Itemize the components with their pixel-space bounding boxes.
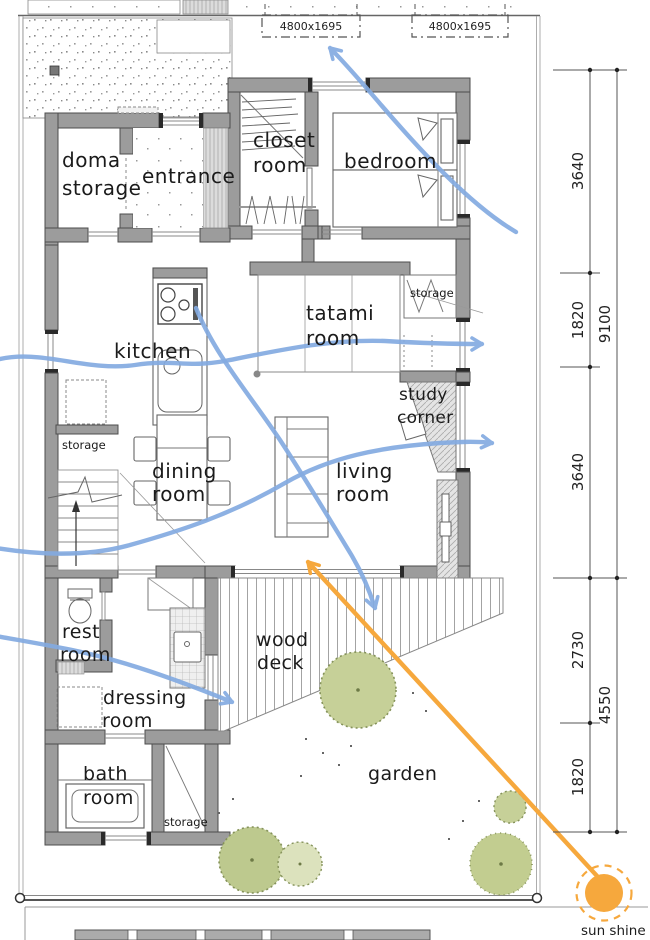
room-label-study-corner: study: [399, 385, 448, 405]
room-label-doma-storage: storage: [62, 176, 141, 200]
dimension-label: 1820: [569, 758, 587, 796]
room-label-dressing-room: dressing: [103, 687, 187, 709]
room-label-storage-stair: storage: [62, 438, 106, 452]
sun-icon: [575, 864, 633, 922]
dining-table-icon: [133, 414, 231, 521]
tree: [218, 826, 286, 894]
tree: [319, 651, 397, 729]
sunshine: sun shine: [305, 559, 646, 939]
site-boundary: [14, 0, 648, 940]
toilet-icon: [67, 588, 93, 624]
flow-arrow-kitchen-tatami: [0, 336, 485, 369]
walls: [44, 77, 471, 846]
tatami-mats: [253, 274, 401, 378]
room-label-kitchen: kitchen: [114, 339, 191, 363]
sunshine-arrow: [305, 559, 600, 879]
roof-panels: 4800x1695 4800x1695: [261, 4, 509, 38]
tree: [469, 832, 533, 896]
room-label-dining-room: room: [152, 482, 206, 506]
room-label-rest-room: room: [60, 644, 111, 666]
room-label-dining-room: dining: [152, 459, 217, 483]
dimension-label: 3640: [569, 453, 587, 491]
room-label-tatami-room: tatami: [306, 301, 374, 325]
room-label-closet-room: closet: [253, 128, 315, 152]
dimension-label-total: 9100: [596, 305, 614, 343]
neighbor-building-wall: [74, 929, 431, 940]
room-label-entrance: entrance: [142, 164, 235, 188]
sun-label: sun shine: [581, 923, 646, 939]
study-desk-icon: [399, 381, 457, 473]
room-label-study-corner: corner: [397, 408, 453, 428]
chair-icon: [399, 413, 427, 441]
dimension-label: 3640: [569, 152, 587, 190]
washbasin-icon: [56, 577, 206, 728]
flow-arrow-dining-living: [0, 434, 495, 556]
room-label-living-room: living: [336, 459, 393, 483]
approach-area: [22, 17, 233, 119]
closet-fittings: [238, 94, 316, 225]
air-flow-arrows: [0, 45, 519, 706]
room-label-tatami-room: room: [306, 326, 360, 350]
dimension-label-total: 4550: [596, 686, 614, 724]
room-label-storage-bath: storage: [164, 815, 208, 829]
garden-trees: [218, 651, 533, 896]
room-label-wood-deck: deck: [257, 652, 304, 674]
room-label-rest-room: rest: [62, 621, 100, 643]
stove-icon: [157, 283, 203, 325]
tree: [493, 790, 527, 824]
dimension-label: 1820: [569, 301, 587, 339]
tree: [277, 841, 323, 887]
panel-label-2: 4800x1695: [429, 20, 492, 33]
room-label-dressing-room: room: [102, 710, 153, 732]
dimension-chain: 3640 1820 3640 2730 1820 9100 4550: [553, 67, 627, 835]
room-label-storage-tatami: storage: [410, 286, 454, 300]
stairs-icon: [47, 379, 206, 571]
room-label-bath-room: room: [83, 787, 134, 809]
room-label-living-room: room: [336, 482, 390, 506]
room-label-bedroom: bedroom: [344, 149, 437, 173]
bed-icon: [332, 112, 458, 228]
flow-arrow-dressing: [0, 634, 235, 706]
room-label-wood-deck: wood: [256, 629, 308, 651]
bathtub-icon: [58, 779, 152, 829]
flow-arrow-bedroom-roof: [327, 45, 519, 235]
panel-label-1: 4800x1695: [280, 20, 343, 33]
room-label-bath-room: bath: [83, 763, 128, 785]
storage-closet-tatami: [403, 274, 484, 370]
storage-bottom: [165, 745, 206, 829]
tv-board-icon: [436, 479, 459, 579]
room-label-garden: garden: [368, 763, 437, 785]
room-label-doma-storage: doma: [62, 148, 121, 172]
room-label-closet-room: room: [253, 153, 307, 177]
dimension-label: 2730: [569, 631, 587, 669]
room-labels: doma storage entrance closet room bedroo…: [60, 128, 454, 829]
garden-gravel-dots: [218, 692, 480, 840]
